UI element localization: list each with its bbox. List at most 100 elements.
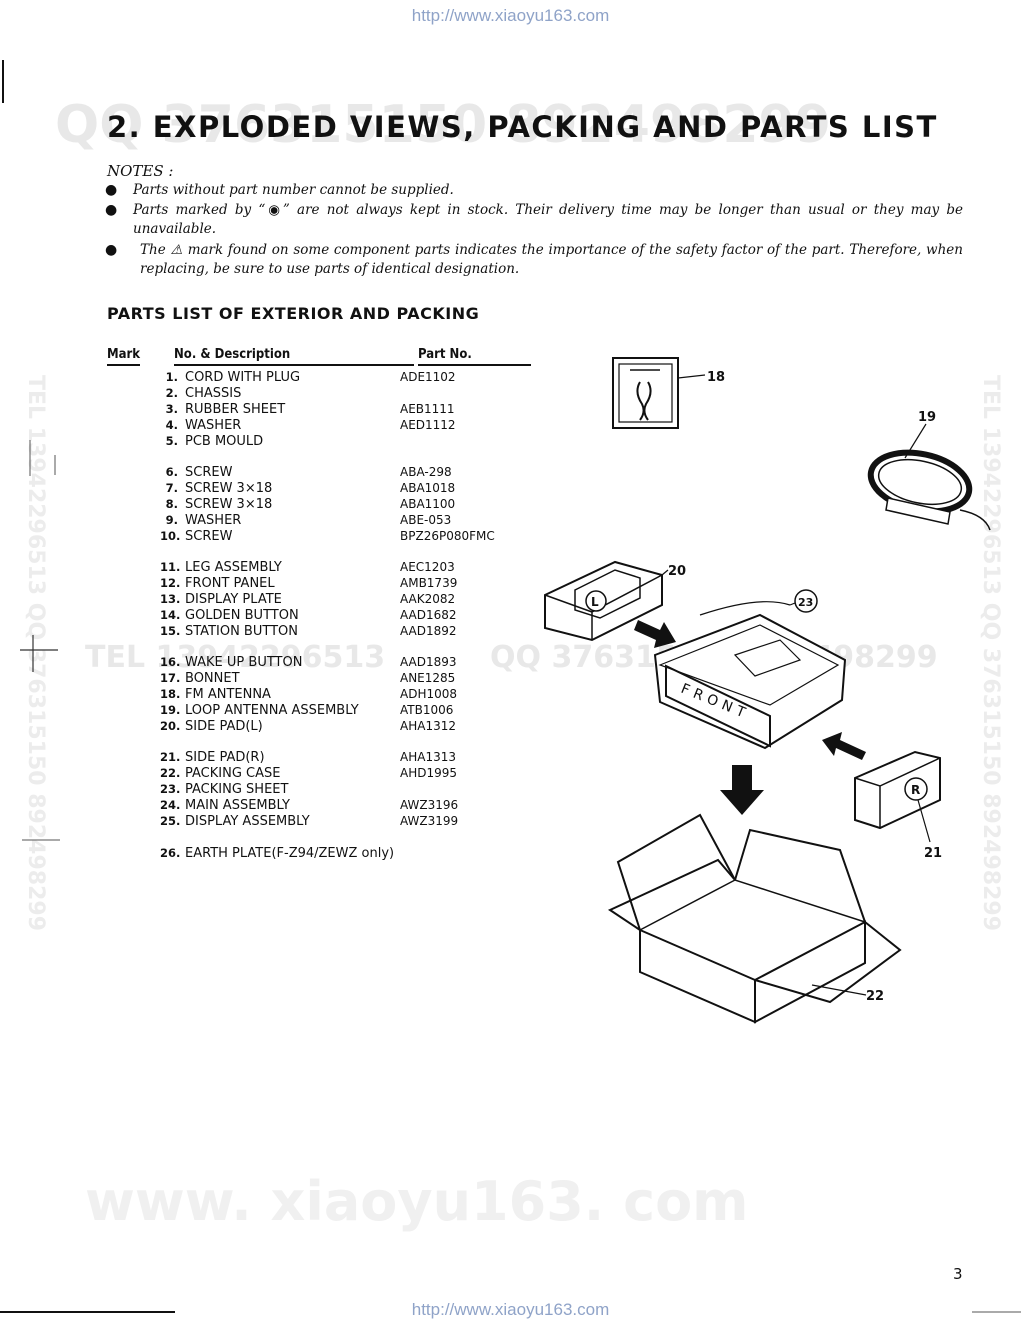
part-number-index: 12. xyxy=(160,576,181,591)
part-description: SCREW 3×18 xyxy=(185,496,273,512)
part-code: ATB1006 xyxy=(400,703,454,717)
watermark-qq: QQ 376315150 892498299 xyxy=(55,95,831,155)
part-number-index: 17. xyxy=(160,671,181,686)
part-number-index: 6. xyxy=(165,465,178,480)
part-number-index: 3. xyxy=(165,401,178,416)
part-code: AHA1313 xyxy=(400,750,456,765)
bullet-3: ● xyxy=(105,242,118,258)
part-description: SCREW xyxy=(185,528,233,544)
part-number-index: 21. xyxy=(160,750,181,765)
part-number-index: 9. xyxy=(165,512,178,527)
notes-title: NOTES : xyxy=(107,162,174,180)
label-22: 22 xyxy=(866,989,884,1004)
part-number-index: 22. xyxy=(160,766,181,781)
part-description: PCB MOULD xyxy=(185,433,264,449)
part-description: RUBBER SHEET xyxy=(185,401,286,417)
part-number-index: 4. xyxy=(165,417,178,432)
part-description: FRONT PANEL xyxy=(185,576,275,592)
header-rule-mark xyxy=(107,364,140,366)
part-number-index: 20. xyxy=(160,718,181,733)
top-url: http://www.xiaoyu163.com xyxy=(411,6,610,25)
part-number-index: 15. xyxy=(160,623,181,638)
pad-l-mark: L xyxy=(591,595,599,609)
part-code: AED1112 xyxy=(400,417,456,432)
part-number-index: 5. xyxy=(165,433,178,448)
part-description: GOLDEN BUTTON xyxy=(185,607,299,623)
part-code: ADH1008 xyxy=(400,687,458,702)
part-description: CHASSIS xyxy=(185,385,242,401)
section-title: PARTS LIST OF EXTERIOR AND PACKING xyxy=(107,304,480,323)
part-number-index: 24. xyxy=(160,798,181,813)
part-description: BONNET xyxy=(185,671,240,687)
part-description: MAIN ASSEMBLY xyxy=(185,798,291,814)
part-number-index: 11. xyxy=(160,560,181,575)
note-1: Parts without part number cannot be supp… xyxy=(133,182,454,198)
part-number-index: 10. xyxy=(160,528,181,543)
part-description: CORD WITH PLUG xyxy=(185,370,301,385)
side-pad-right xyxy=(854,750,941,843)
label-19: 19 xyxy=(918,410,936,425)
part-number-index: 25. xyxy=(160,814,181,828)
part-code: ABA-298 xyxy=(400,465,452,480)
part-description: LEG ASSEMBLY xyxy=(185,560,282,576)
part-description: SIDE PAD(R) xyxy=(185,750,265,766)
part-description: PACKING SHEET xyxy=(185,782,289,798)
label-20: 20 xyxy=(668,564,686,579)
part-number-index: 19. xyxy=(160,703,181,717)
part-description: DISPLAY PLATE xyxy=(185,592,282,607)
part-description: FM ANTENNA xyxy=(185,687,271,703)
note-2: Parts marked by “◉” are not always kept … xyxy=(133,202,963,237)
packed-unit xyxy=(653,600,847,750)
part-code: AAD1892 xyxy=(400,623,457,638)
part-code: AEB1111 xyxy=(400,401,455,416)
part-code: ABE-053 xyxy=(400,512,452,527)
arrow-down xyxy=(720,765,764,815)
arrow-right-pad xyxy=(822,732,866,760)
part-description: WAKE UP BUTTON xyxy=(185,655,303,671)
part-number-index: 16. xyxy=(160,655,181,670)
part-number-index: 18. xyxy=(160,687,181,702)
part-code: AHD1995 xyxy=(400,766,458,781)
bottom-url: http://www.xiaoyu163.com xyxy=(411,1300,610,1319)
part-number-index: 26. xyxy=(160,845,181,860)
part-description: EARTH PLATE(F-Z94/ZEWZ only) xyxy=(185,845,395,861)
part-code: ADE1102 xyxy=(400,370,456,384)
pad-r-mark: R xyxy=(911,783,920,797)
label-21: 21 xyxy=(924,846,942,861)
part-description: SCREW 3×18 xyxy=(185,481,273,496)
part-code: BPZ26P080FMC xyxy=(400,528,495,543)
watermark-tel: TEL 13942296513 xyxy=(85,640,386,675)
loop-antenna xyxy=(867,423,991,531)
header-part-no: Part No. xyxy=(418,347,472,362)
label-18: 18 xyxy=(707,370,725,385)
part-number-index: 7. xyxy=(165,481,178,495)
part-code: AHA1312 xyxy=(400,718,456,733)
header-rule-part xyxy=(418,364,531,366)
part-description: STATION BUTTON xyxy=(185,623,298,639)
part-code: AMB1739 xyxy=(400,576,458,591)
part-code: ABA1100 xyxy=(400,496,456,511)
part-number-index: 13. xyxy=(160,592,181,606)
part-code: AWZ3199 xyxy=(400,814,459,828)
watermark-site: www. xiaoyu163. com xyxy=(85,1170,749,1233)
part-description: PACKING CASE xyxy=(185,766,281,782)
bullet-2: ● xyxy=(105,202,118,218)
part-number-index: 8. xyxy=(165,496,178,511)
note-3: The ⚠ mark found on some component parts… xyxy=(140,242,963,277)
part-description: SCREW xyxy=(185,465,233,481)
part-description: LOOP ANTENNA ASSEMBLY xyxy=(185,703,359,718)
part-number-index: 14. xyxy=(160,607,181,622)
part-description: SIDE PAD(L) xyxy=(185,718,263,734)
part-code: AEC1203 xyxy=(400,560,455,575)
part-code: AAK2082 xyxy=(400,592,456,606)
arrow-left-pad xyxy=(634,620,676,648)
header-mark: Mark xyxy=(107,347,141,362)
page-title: 2. EXPLODED VIEWS, PACKING AND PARTS LIS… xyxy=(107,110,938,144)
part-code: ANE1285 xyxy=(400,671,456,686)
part-description: WASHER xyxy=(185,417,242,433)
fm-antenna-bag xyxy=(612,357,706,429)
part-code: AAD1893 xyxy=(400,655,457,670)
part-number-index: 1. xyxy=(165,370,178,384)
page-number: 3 xyxy=(953,1265,963,1283)
